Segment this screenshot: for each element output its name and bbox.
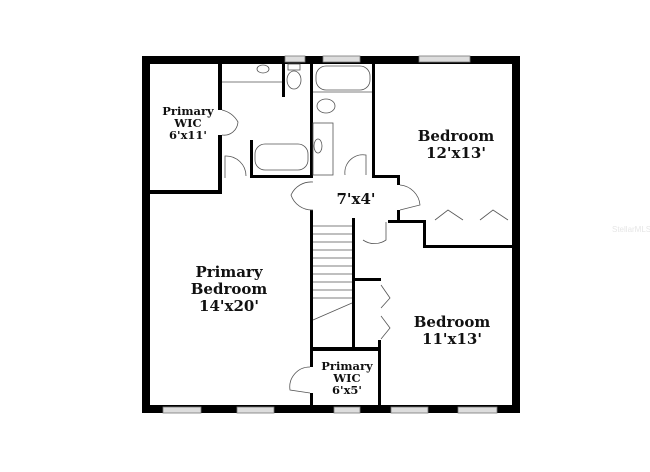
room-label-primary-wic-small: Primary WIC 6'x5' <box>321 359 373 397</box>
fixtures <box>221 63 509 394</box>
room-size: 12'x13' <box>426 144 486 162</box>
staircase <box>312 225 353 321</box>
room-label-primary-wic-large: Primary WIC 6'x11' <box>162 104 214 142</box>
room-name: Primary <box>321 359 373 373</box>
room-size: 11'x13' <box>422 330 482 348</box>
room-size: 6'x5' <box>332 383 362 397</box>
room-name: Bedroom <box>414 313 491 331</box>
room-name: WIC <box>332 371 360 385</box>
room-name: WIC <box>173 116 201 130</box>
room-name: Primary <box>195 263 263 281</box>
interior-walls <box>150 64 512 405</box>
watermark: StellarMLS <box>612 225 650 234</box>
room-label-bedroom-3: Bedroom 11'x13' <box>414 313 491 348</box>
room-label-primary-bedroom: Primary Bedroom 14'x20' <box>191 263 268 315</box>
windows <box>162 55 498 414</box>
room-name: Primary <box>162 104 214 118</box>
room-size: 6'x11' <box>169 128 207 142</box>
room-size: 14'x20' <box>199 297 259 315</box>
room-label-bedroom-2: Bedroom 12'x13' <box>418 127 495 162</box>
room-size: 7'x4' <box>336 190 375 208</box>
room-label-hall: 7'x4' <box>336 190 375 208</box>
room-name: Bedroom <box>191 280 268 298</box>
room-name: Bedroom <box>418 127 495 145</box>
